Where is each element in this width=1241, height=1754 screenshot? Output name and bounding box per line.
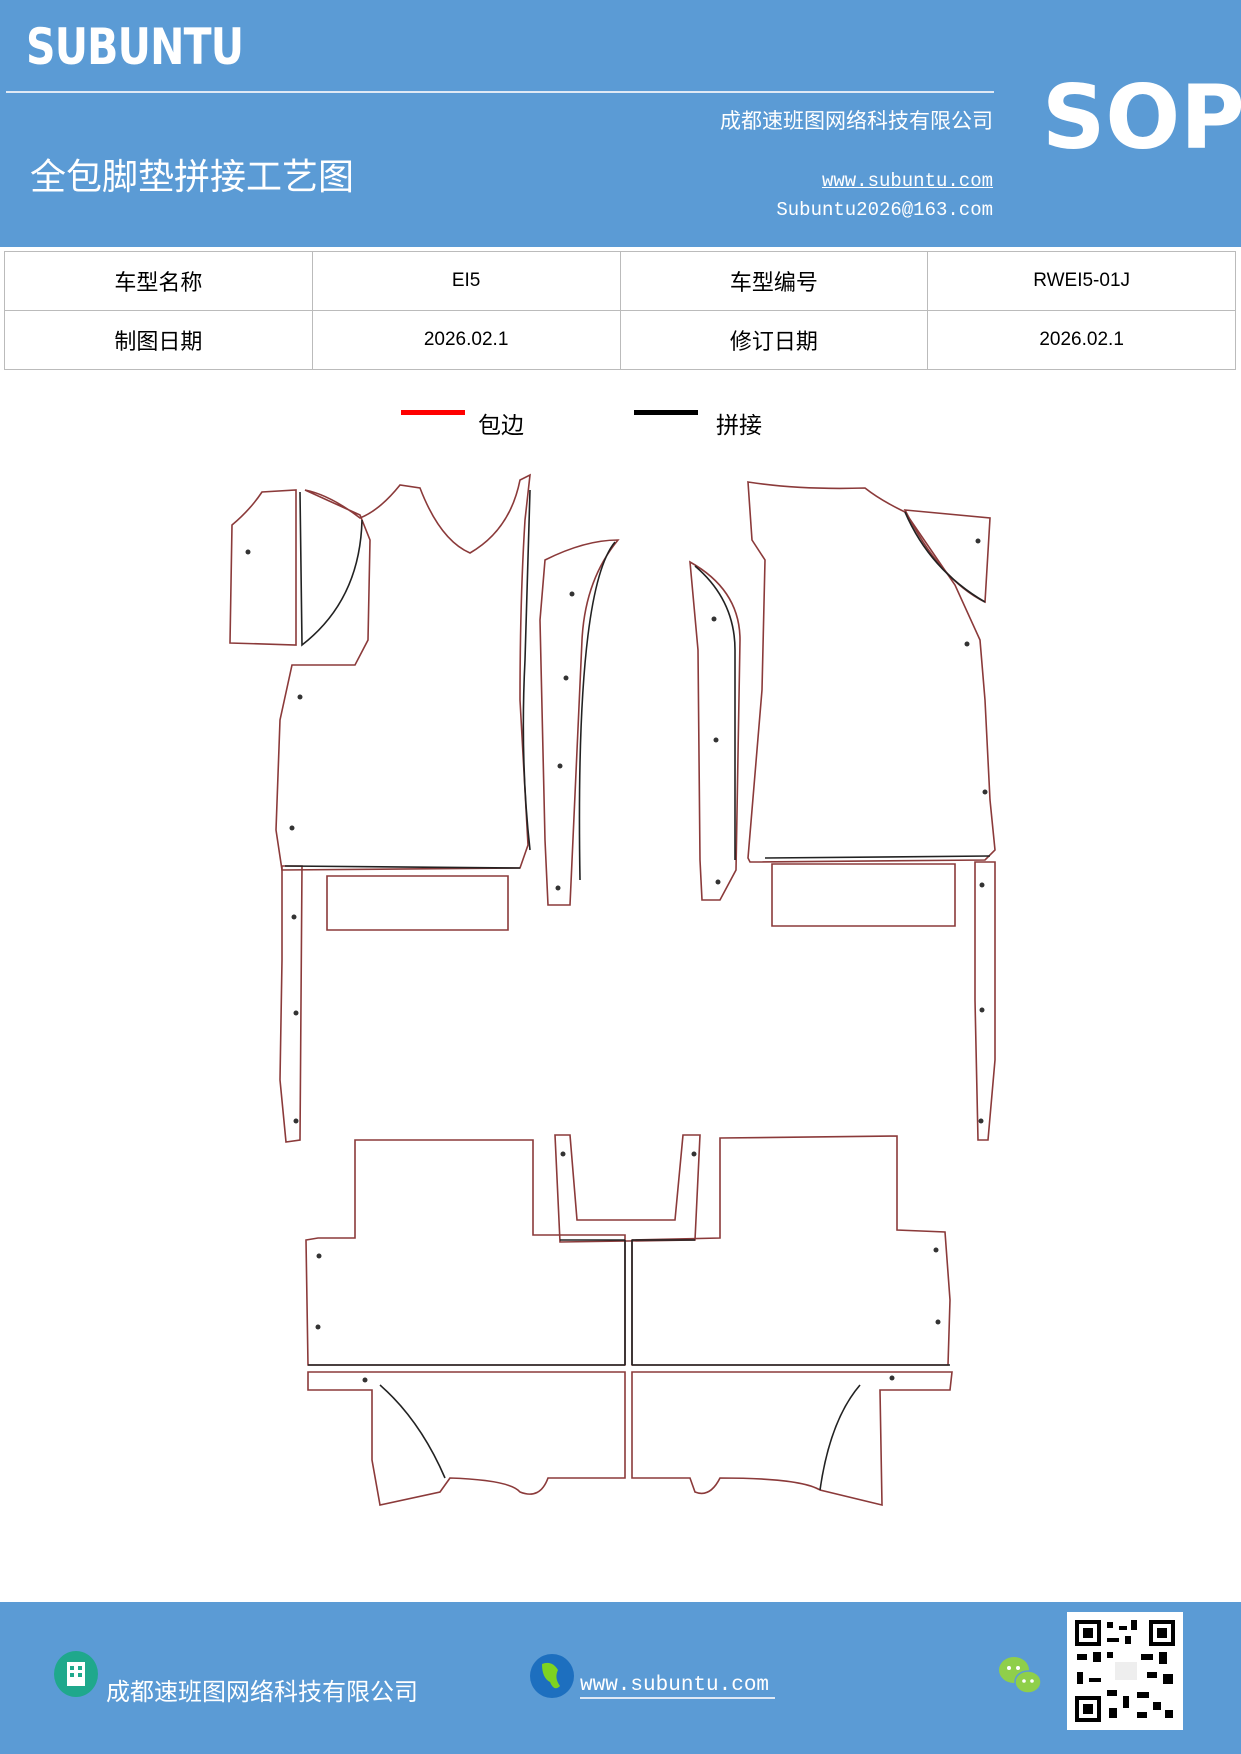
legend-swatch-splice bbox=[634, 410, 698, 415]
model-code-value: RWEI5-01J bbox=[927, 251, 1236, 311]
revision-date-value: 2026.02.1 bbox=[927, 310, 1236, 370]
footer-website-link[interactable]: www.subuntu.com bbox=[580, 1674, 776, 1699]
revision-date-label: 修订日期 bbox=[619, 310, 929, 370]
legend-swatch-edging bbox=[401, 410, 465, 415]
front-right-main-mat bbox=[747, 481, 996, 863]
front-right-pad bbox=[771, 863, 956, 927]
footer: 成都速班图网络科技有限公司 www.subuntu.com bbox=[0, 1602, 1241, 1754]
floor-mat-diagram bbox=[229, 473, 996, 1507]
qr-code bbox=[1067, 1612, 1183, 1730]
front-left-long-strip bbox=[279, 865, 303, 1143]
rear-center-tunnel bbox=[554, 1134, 701, 1243]
mat-pieces-edging bbox=[229, 473, 996, 1507]
table-row: 制图日期 2026.02.1 修订日期 2026.02.1 bbox=[4, 310, 1236, 370]
globe-icon bbox=[530, 1654, 574, 1698]
splice-lines bbox=[284, 489, 991, 1491]
draw-date-value: 2026.02.1 bbox=[311, 310, 621, 370]
fastener-dots bbox=[245, 538, 988, 1383]
company-name: 成都速班图网络科技有限公司 bbox=[720, 109, 993, 133]
wechat-icon bbox=[999, 1657, 1042, 1694]
brand-logo: SUBUNTU bbox=[26, 18, 244, 76]
building-icon bbox=[54, 1651, 98, 1697]
front-left-pad bbox=[326, 875, 509, 931]
rear-left-lower-mat bbox=[307, 1371, 626, 1506]
header: SUBUNTU 成都速班图网络科技有限公司 SOP 全包脚垫拼接工艺图 www.… bbox=[0, 0, 1241, 247]
info-table: 车型名称 EI5 车型编号 RWEI5-01J 制图日期 2026.02.1 修… bbox=[4, 251, 1236, 370]
header-divider bbox=[6, 91, 994, 93]
front-left-main-mat bbox=[275, 473, 531, 871]
model-name-value: EI5 bbox=[311, 251, 621, 311]
legend-label-splice: 拼接 bbox=[716, 412, 762, 438]
front-left-side-piece bbox=[229, 489, 297, 646]
page-title: 全包脚垫拼接工艺图 bbox=[30, 156, 355, 197]
model-code-label: 车型编号 bbox=[619, 251, 929, 311]
front-right-long-strip bbox=[974, 861, 996, 1141]
rear-right-lower-mat bbox=[631, 1371, 953, 1507]
footer-company-name: 成都速班图网络科技有限公司 bbox=[106, 1678, 418, 1706]
sop-badge: SOP bbox=[1042, 66, 1241, 169]
draw-date-label: 制图日期 bbox=[4, 310, 313, 370]
email-address: Subuntu2026@163.com bbox=[776, 199, 993, 221]
legend-label-edging: 包边 bbox=[478, 412, 524, 438]
rear-right-mat bbox=[631, 1135, 951, 1366]
front-right-left-strip bbox=[689, 560, 741, 901]
rear-left-mat bbox=[305, 1139, 626, 1366]
table-row: 车型名称 EI5 车型编号 RWEI5-01J bbox=[4, 251, 1236, 311]
model-name-label: 车型名称 bbox=[4, 251, 313, 311]
website-link[interactable]: www.subuntu.com bbox=[821, 170, 993, 192]
front-right-side-piece bbox=[903, 509, 991, 604]
